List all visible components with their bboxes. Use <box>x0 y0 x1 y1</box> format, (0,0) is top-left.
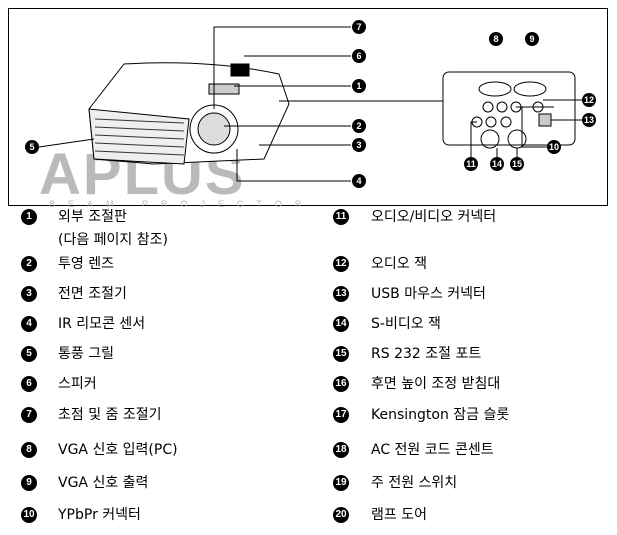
item-label-14: S-비디오 잭 <box>371 316 441 332</box>
projector-diagram: APLUS BEAM PROJECTOR <box>8 8 608 209</box>
item-number-7: 7 <box>21 407 37 423</box>
item-label-15: RS 232 조절 포트 <box>371 346 482 362</box>
callout-11: 11 <box>464 157 478 171</box>
item-number-20: 20 <box>333 507 349 523</box>
item-number-9: 9 <box>21 475 37 491</box>
item-label-10: YPbPr 커넥터 <box>58 507 141 523</box>
item-label-8: VGA 신호 입력(PC) <box>58 442 178 458</box>
item-label-4: IR 리모콘 센서 <box>58 316 146 332</box>
watermark-tagline: BEAM PROJECTOR <box>49 199 315 209</box>
item-number-11: 11 <box>333 209 349 225</box>
callout-8: 8 <box>489 32 503 46</box>
projector-illustration <box>38 26 586 182</box>
item-number-6: 6 <box>21 376 37 392</box>
item-number-16: 16 <box>333 376 349 392</box>
callout-10: 10 <box>547 140 561 154</box>
item-label-3: 전면 조절기 <box>58 286 127 302</box>
item-number-14: 14 <box>333 316 349 332</box>
item-label-5: 통풍 그릴 <box>58 346 114 362</box>
callout-3: 3 <box>352 138 366 152</box>
callout-5: 5 <box>25 140 39 154</box>
item-number-19: 19 <box>333 475 349 491</box>
item-label-1-note: (다음 페이지 참조) <box>58 232 168 248</box>
item-label-18: AC 전원 코드 콘센트 <box>371 442 494 458</box>
item-label-12: 오디오 잭 <box>371 256 427 272</box>
item-number-3: 3 <box>21 286 37 302</box>
item-label-19: 주 전원 스위치 <box>371 475 458 491</box>
item-number-1: 1 <box>21 209 37 225</box>
item-label-17: Kensington 잠금 슬롯 <box>371 407 510 423</box>
callout-1: 1 <box>352 79 366 93</box>
item-number-18: 18 <box>333 442 349 458</box>
item-number-17: 17 <box>333 407 349 423</box>
callout-7: 7 <box>352 20 366 34</box>
item-label-6: 스피커 <box>58 376 97 392</box>
item-number-10: 10 <box>21 507 37 523</box>
item-label-7: 초점 및 줌 조절기 <box>58 407 162 423</box>
item-number-13: 13 <box>333 286 349 302</box>
callout-15: 15 <box>510 157 524 171</box>
item-label-1: 외부 조절판 <box>58 209 127 225</box>
callout-2: 2 <box>352 119 366 133</box>
callout-12: 12 <box>582 93 596 107</box>
item-label-13: USB 마우스 커넥터 <box>371 286 486 302</box>
item-label-2: 투영 렌즈 <box>58 256 114 272</box>
item-label-20: 램프 도어 <box>371 507 427 523</box>
item-number-5: 5 <box>21 346 37 362</box>
callout-4: 4 <box>352 174 366 188</box>
callout-13: 13 <box>582 113 596 127</box>
item-number-2: 2 <box>21 256 37 272</box>
callout-9: 9 <box>525 32 539 46</box>
item-label-11: 오디오/비디오 커넥터 <box>371 209 497 225</box>
item-number-15: 15 <box>333 346 349 362</box>
callout-14: 14 <box>490 157 504 171</box>
item-number-4: 4 <box>21 316 37 332</box>
item-label-16: 후면 높이 조정 받침대 <box>371 376 501 392</box>
item-label-9: VGA 신호 출력 <box>58 475 149 491</box>
item-number-12: 12 <box>333 256 349 272</box>
callout-6: 6 <box>352 49 366 63</box>
item-number-8: 8 <box>21 442 37 458</box>
